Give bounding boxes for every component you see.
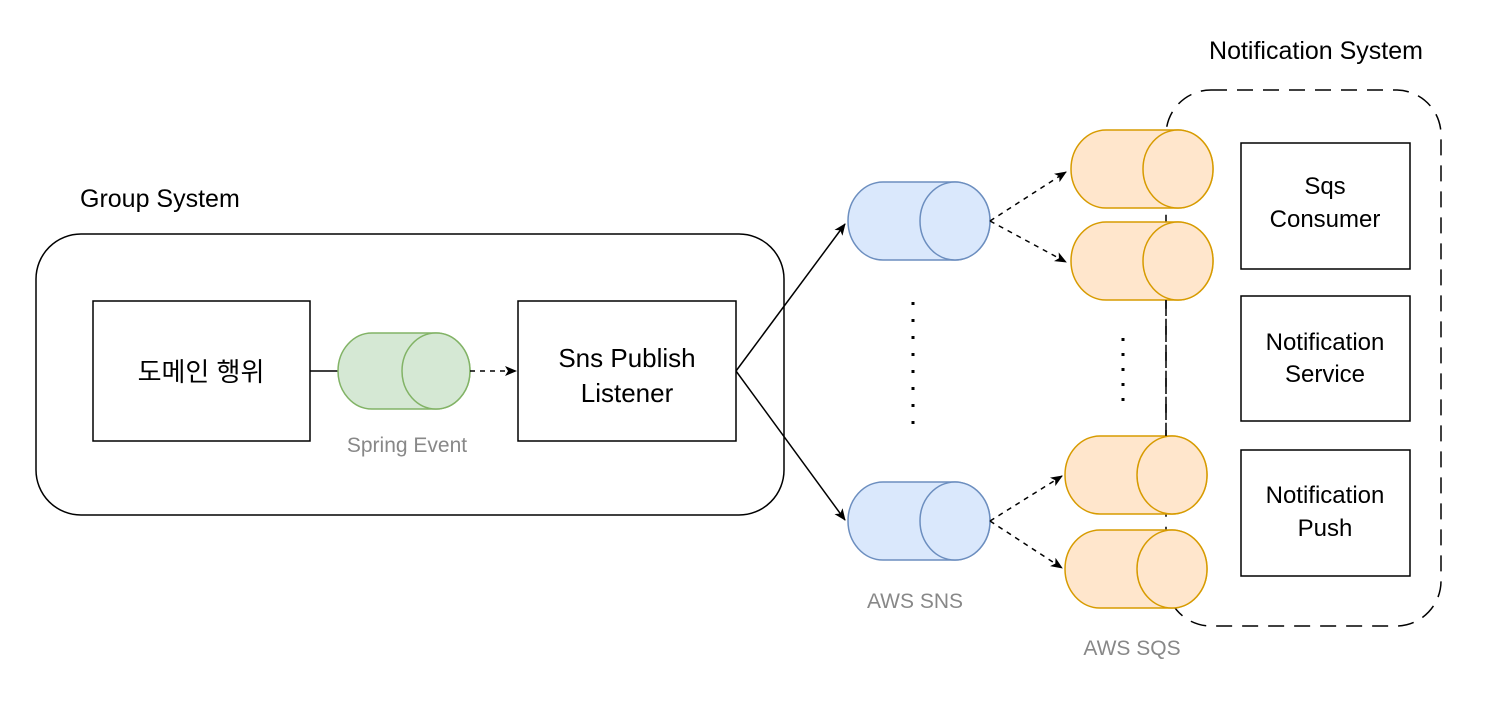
group-system-title: Group System	[80, 185, 240, 213]
domain-action-box[interactable]	[92, 300, 311, 442]
sqs-consumer-line2: Consumer	[1270, 206, 1381, 233]
listener-label-line2: Listener	[581, 378, 674, 408]
aws-sqs-label: AWS SQS	[1083, 637, 1180, 660]
sns-top-to-sqs-2-arrow	[989, 220, 1067, 263]
notification-push-box[interactable]	[1240, 449, 1411, 577]
notification-push-line2: Push	[1298, 515, 1353, 542]
sqs-consumer-box[interactable]	[1240, 142, 1411, 270]
spring-event-queue-icon	[337, 332, 471, 410]
listener-to-sns-top-arrow	[735, 223, 846, 372]
aws-sns-label: AWS SNS	[867, 590, 963, 613]
sns-top-to-sqs-1-arrow	[989, 171, 1067, 222]
group-system-container	[35, 233, 785, 516]
sns-publish-listener-box[interactable]	[517, 300, 737, 442]
listener-label-line1: Sns Publish	[558, 343, 695, 373]
domain-action-label: 도메인 행위	[138, 357, 265, 387]
notification-service-line2: Service	[1285, 361, 1365, 388]
sns-topic-bottom-icon	[847, 481, 991, 561]
sqs-consumer-line1: Sqs	[1304, 173, 1345, 200]
notification-system-title: Notification System	[1209, 37, 1423, 65]
sns-bottom-to-sqs-4-arrow	[989, 520, 1063, 569]
notification-push-line1: Notification	[1266, 482, 1385, 509]
notification-service-line1: Notification	[1266, 329, 1385, 356]
spring-event-label: Spring Event	[347, 434, 467, 457]
sqs-queue-4-icon	[1064, 529, 1208, 609]
sqs-queue-2-icon	[1070, 221, 1214, 301]
sqs-queue-3-icon	[1064, 435, 1208, 515]
sqs-queue-1-icon	[1070, 129, 1214, 209]
listener-to-sns-bottom-arrow	[735, 370, 846, 521]
notification-service-box[interactable]	[1240, 295, 1411, 422]
sns-bottom-to-sqs-3-arrow	[989, 475, 1063, 522]
sns-topic-top-icon	[847, 181, 991, 261]
